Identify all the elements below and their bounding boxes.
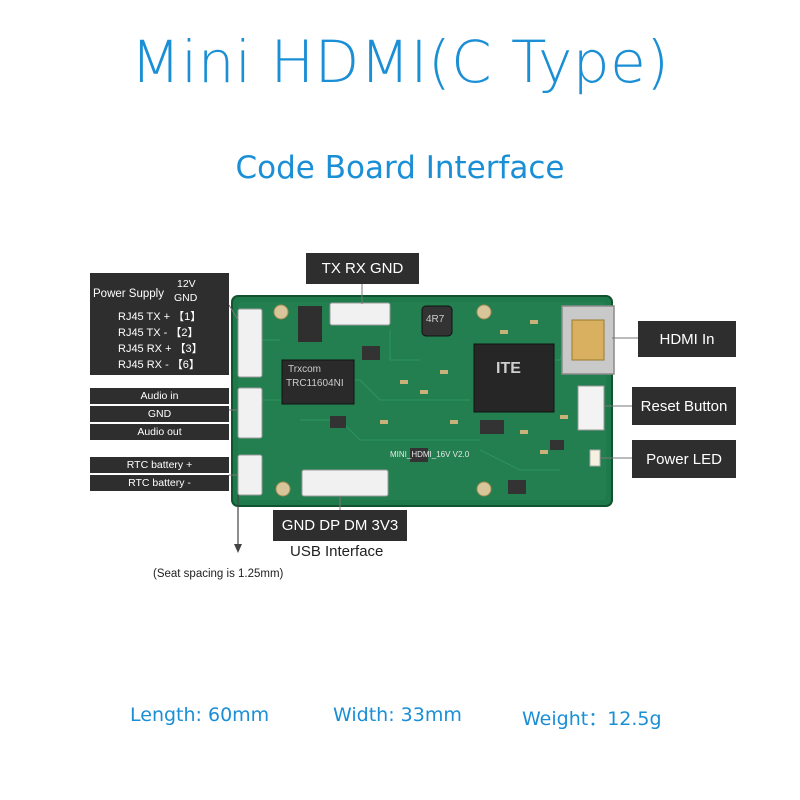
usb-interface-label: USB Interface	[290, 543, 384, 560]
page-title: Mini HDMI(C Type)	[130, 28, 670, 96]
chip2-brand: ITE	[496, 360, 521, 377]
gnd-dp-dm-label: GND DP DM 3V3	[273, 510, 407, 541]
mount-hole	[275, 481, 291, 497]
audio-out-label: Audio out	[90, 424, 229, 440]
rj45-connector	[237, 308, 263, 378]
mount-hole	[476, 304, 492, 320]
rj45-tx-plus: RJ45 TX + 【1】	[118, 311, 202, 323]
chip-ite	[473, 343, 555, 413]
reset-button-label: Reset Button	[632, 387, 736, 425]
chip1-brand: Trxcom	[288, 364, 321, 375]
weight-spec: Weight：12.5g	[522, 708, 662, 730]
rtc-battery-minus-label: RTC battery -	[90, 475, 229, 491]
power-led-label: Power LED	[632, 440, 736, 478]
inductor	[421, 305, 453, 337]
audio-in-label: Audio in	[90, 388, 229, 404]
width-spec: Width: 33mm	[333, 704, 462, 726]
inductor-label: 4R7	[426, 314, 445, 325]
page-subtitle: Code Board Interface	[235, 150, 565, 186]
rtc-battery-plus-label: RTC battery +	[90, 457, 229, 473]
uart-connector	[329, 302, 391, 326]
seat-spacing-note: (Seat spacing is 1.25mm)	[153, 568, 284, 580]
board-silkscreen: MINI_HDMI_16V V2.0	[390, 450, 470, 459]
chip-trxcom	[281, 359, 355, 405]
rj45-tx-minus: RJ45 TX - 【2】	[118, 327, 199, 339]
gnd-label: GND	[174, 292, 198, 304]
reset-switch	[577, 385, 605, 431]
power-supply-label: Power Supply	[93, 288, 164, 300]
audio-connector	[237, 387, 263, 439]
chip1-model: TRC11604NI	[286, 378, 344, 389]
mount-hole	[273, 304, 289, 320]
rj45-rx-minus: RJ45 RX - 【6】	[118, 359, 200, 371]
power-rj45-box: Power Supply 12V GND RJ45 TX + 【1】 RJ45 …	[90, 273, 229, 375]
length-spec: Length: 60mm	[130, 704, 270, 726]
tx-rx-gnd-label: TX RX GND	[306, 253, 419, 284]
usb-connector	[301, 469, 389, 497]
power-led	[589, 449, 601, 467]
rtc-connector	[237, 454, 263, 496]
rj45-rx-plus: RJ45 RX + 【3】	[118, 343, 203, 355]
regulator	[298, 306, 322, 342]
audio-gnd-label: GND	[90, 406, 229, 422]
v12-label: 12V	[177, 278, 196, 290]
mount-hole	[476, 481, 492, 497]
hdmi-in-label: HDMI In	[638, 321, 736, 357]
